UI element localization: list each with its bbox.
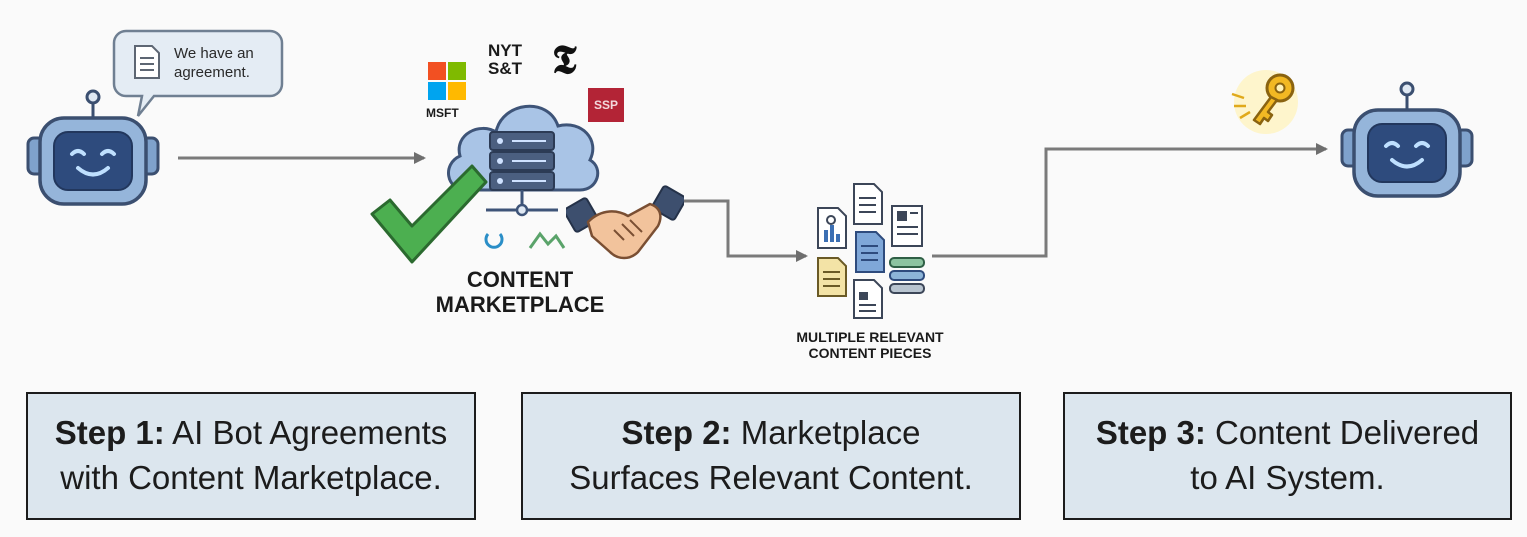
- document-icon: [134, 45, 160, 79]
- doc-chart-icon: [817, 207, 847, 249]
- cloud-server-icon: [447, 104, 600, 217]
- marketplace-line-2: MARKETPLACE: [435, 291, 605, 317]
- ssp-label: SSP: [593, 98, 618, 112]
- step-1-line-1: AI Bot Agreements: [172, 414, 448, 452]
- partner-marks-icon: [484, 231, 566, 249]
- nyt-line-2: S&T: [488, 58, 522, 78]
- step-3-box: Step 3: Content Delivered to AI System.: [1063, 392, 1512, 520]
- step-3-line-1: Content Delivered: [1215, 414, 1480, 452]
- marketplace-label: CONTENT MARKETPLACE: [410, 267, 630, 317]
- robot-icon: [1340, 81, 1474, 198]
- doc-news-icon: [891, 205, 923, 247]
- content-pieces-line-2: CONTENT PIECES: [808, 344, 932, 361]
- arrow-marketplace-to-content: [682, 199, 808, 262]
- content-pieces-line-1: MULTIPLE RELEVANT: [796, 329, 944, 345]
- nyt-logo-icon: 𝕿: [552, 36, 577, 83]
- step-3-number: Step 3:: [1095, 414, 1206, 452]
- msft-label: MSFT: [426, 106, 459, 120]
- robot-icon: [26, 89, 160, 206]
- speech-line-1: We have an: [174, 45, 254, 62]
- content-pieces-icon: [817, 183, 925, 319]
- step-2-text: Step 2: Marketplace Surfaces Relevant Co…: [569, 411, 973, 501]
- doc-blue-icon: [855, 231, 885, 273]
- data-rows-icon: [889, 257, 925, 294]
- step-2-number: Step 2:: [621, 414, 732, 452]
- arrow-content-to-ai: [932, 143, 1328, 258]
- nyt-line-1: NYT: [488, 41, 522, 60]
- key-icon: [1231, 70, 1298, 134]
- step-1-line-2: with Content Marketplace.: [60, 459, 442, 496]
- step-3-text: Step 3: Content Delivered to AI System.: [1096, 411, 1479, 501]
- handshake-icon: [566, 185, 684, 260]
- step-1-box: Step 1: AI Bot Agreements with Content M…: [26, 392, 476, 520]
- step-2-line-2: Surfaces Relevant Content.: [569, 459, 973, 496]
- checkmark-icon: [370, 164, 488, 264]
- nyt-label: NYT S&T: [488, 42, 522, 78]
- step-2-box: Step 2: Marketplace Surfaces Relevant Co…: [521, 392, 1021, 520]
- marketplace-line-1: CONTENT: [466, 267, 574, 292]
- content-pieces-label: MULTIPLE RELEVANT CONTENT PIECES: [760, 329, 980, 361]
- speech-line-2: agreement.: [174, 63, 250, 81]
- ssp-badge: SSP: [588, 88, 624, 122]
- step-1-number: Step 1:: [54, 414, 165, 452]
- step-1-text: Step 1: AI Bot Agreements with Content M…: [55, 411, 448, 501]
- speech-bubble-text: We have an agreement.: [174, 45, 254, 83]
- doc-yellow-icon: [817, 257, 847, 297]
- doc-bottom-icon: [853, 279, 883, 319]
- step-3-line-2: to AI System.: [1190, 459, 1385, 496]
- microsoft-logo-icon: [428, 62, 466, 100]
- doc-top-icon: [853, 183, 883, 225]
- step-2-line-1: Marketplace: [740, 414, 921, 452]
